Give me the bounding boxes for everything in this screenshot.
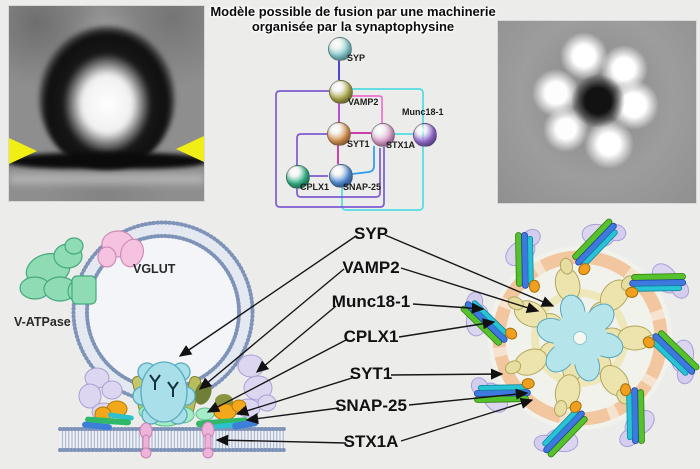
syp-complex-cyan [132, 361, 196, 425]
em-membrane-band [9, 153, 204, 169]
em-micrograph-side-view [8, 5, 205, 202]
vglut-label: VGLUT [133, 262, 176, 276]
node-syp [328, 37, 352, 61]
yellow-arrowhead-left-icon [9, 138, 37, 164]
legend-label-syp: SYP [353, 224, 389, 243]
node-munc18-1 [413, 123, 437, 147]
em-micrograph-top-view [497, 20, 697, 204]
em-light-band [9, 174, 204, 184]
figure-title: Modèle possible de fusion par une machin… [198, 4, 508, 34]
figure-title-line2: organisée par la synaptophysine [251, 18, 455, 34]
legend-label-stx1a: STX1A [343, 432, 399, 451]
yellow-arrowhead-right-icon [176, 136, 204, 162]
em-vesicle-ring [39, 26, 175, 170]
legend-label-syt1: SYT1 [349, 364, 393, 383]
node-label-stx1a: STX1A [386, 140, 416, 150]
stx1a-pink-tm [139, 421, 215, 459]
legend-label-vamp2: VAMP2 [342, 258, 400, 277]
node-label-syp: SYP [347, 53, 366, 63]
v-atpase-label: V-ATPase [14, 315, 71, 329]
vglut-protein [97, 230, 144, 268]
v-atpase-protein [19, 237, 97, 305]
node-label-munc18-1: Munc18-1 [402, 107, 444, 117]
legend-label-cplx1: CPLX1 [343, 327, 399, 346]
node-label-vamp2: VAMP2 [348, 97, 379, 107]
figure-title-line1: Modèle possible de fusion par une machin… [210, 4, 496, 19]
legend-label-snap-25: SNAP-25 [335, 396, 407, 415]
legend-label-munc18-1: Munc18-1 [331, 292, 411, 311]
vesicle-diagram [19, 220, 286, 459]
node-label-snap-25: SNAP-25 [343, 182, 382, 192]
fusion-machine-top-view [453, 211, 700, 465]
node-label-syt1: SYT1 [347, 139, 370, 149]
node-label-cplx1: CPLX1 [300, 182, 330, 192]
